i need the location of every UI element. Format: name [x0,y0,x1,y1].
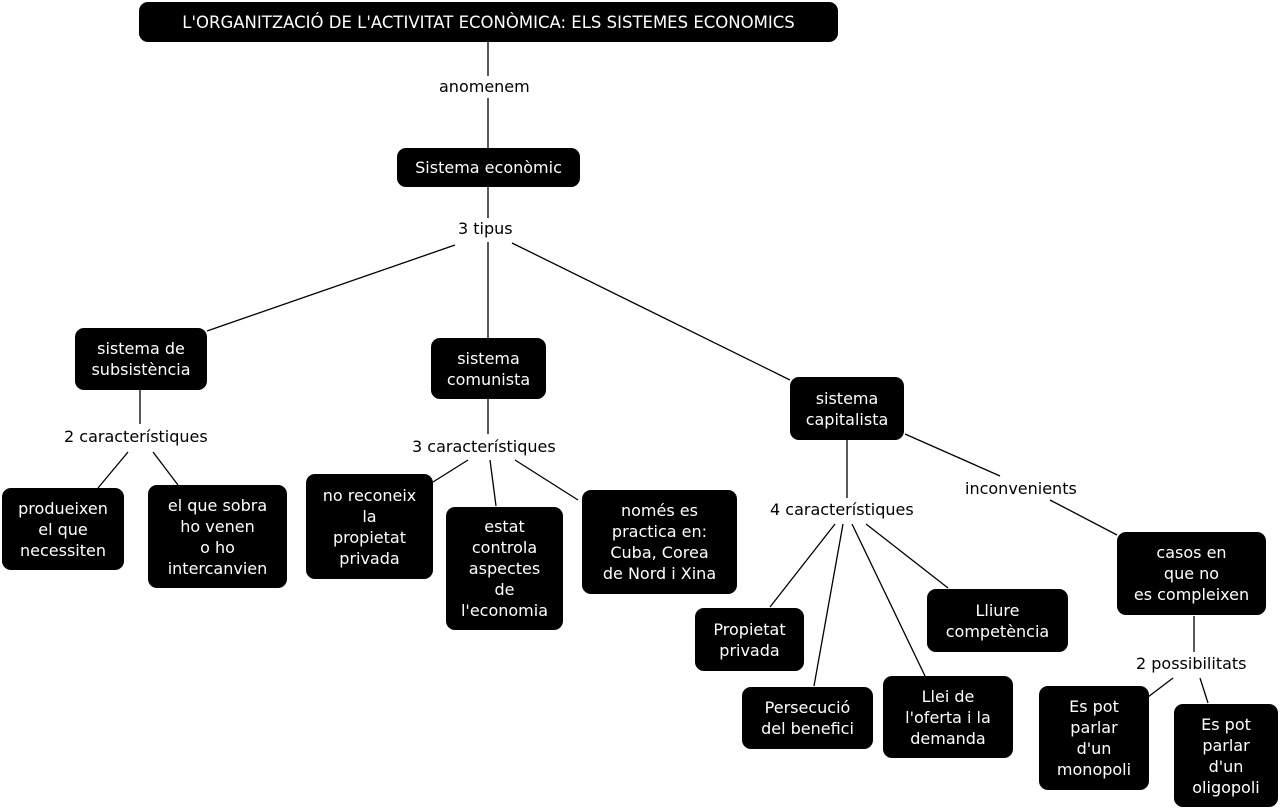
title-node: L'ORGANITZACIÓ DE L'ACTIVITAT ECONÒMICA:… [139,2,838,42]
node-persecucio-benefici: Persecució del benefici [742,687,873,749]
label-inconvenients: inconvenients [962,479,1080,499]
label-subsistencia-caracteristiques: 2 característiques [61,427,211,447]
node-propietat-privada: Propietat privada [695,608,804,671]
edge-capchar-propietat [769,523,836,608]
node-lliure-competencia: Lliure competència [927,589,1068,652]
edge-tipus-capitalista [511,242,791,381]
edge-comchar-estat [489,459,497,507]
node-sistema-economic: Sistema econòmic [397,148,580,187]
edge-tipus-subsistencia [206,244,456,332]
edge-capchar-lliure [865,523,949,589]
edge-comchar-noreconeix [432,459,469,483]
edge-capitalista-inconvenients [904,433,1001,477]
label-anomenem: anomenem [436,77,533,97]
label-comunista-caracteristiques: 3 característiques [409,437,559,457]
label-2-possibilitats: 2 possibilitats [1133,654,1250,674]
node-no-reconeix: no reconeix la propietat privada [306,474,433,579]
edge-capchar-persecucio [813,523,844,687]
edge-inconvenients-casos [1049,499,1118,536]
node-produeixen: produeixen el que necessiten [2,488,124,570]
node-nomes-es-practica: només es practica en: Cuba, Corea de Nor… [582,490,737,594]
node-sistema-comunista: sistema comunista [431,338,546,399]
node-monopoli: Es pot parlar d'un monopoli [1039,686,1149,790]
label-capitalista-caracteristiques: 4 característiques [767,500,917,520]
node-oligopoli: Es pot parlar d'un oligopoli [1174,704,1278,807]
edge-poss-oligopoli [1199,677,1209,704]
node-estat-controla: estat controla aspectes de l'economia [446,507,563,630]
edge-comchar-nomes [514,459,579,501]
edge-subschar-sobra [152,451,179,486]
edge-poss-monopoli [1147,677,1174,698]
node-sistema-capitalista: sistema capitalista [790,377,904,440]
node-el-que-sobra: el que sobra ho venen o ho intercanvien [148,485,287,588]
node-casos-no-compleixen: casos en que no es compleixen [1117,532,1266,615]
edge-capchar-llei [851,523,926,677]
edge-subschar-produeixen [97,451,129,489]
label-3-tipus: 3 tipus [455,219,516,239]
node-llei-oferta-demanda: Llei de l'oferta i la demanda [883,676,1013,758]
node-sistema-subsistencia: sistema de subsistència [75,328,207,390]
